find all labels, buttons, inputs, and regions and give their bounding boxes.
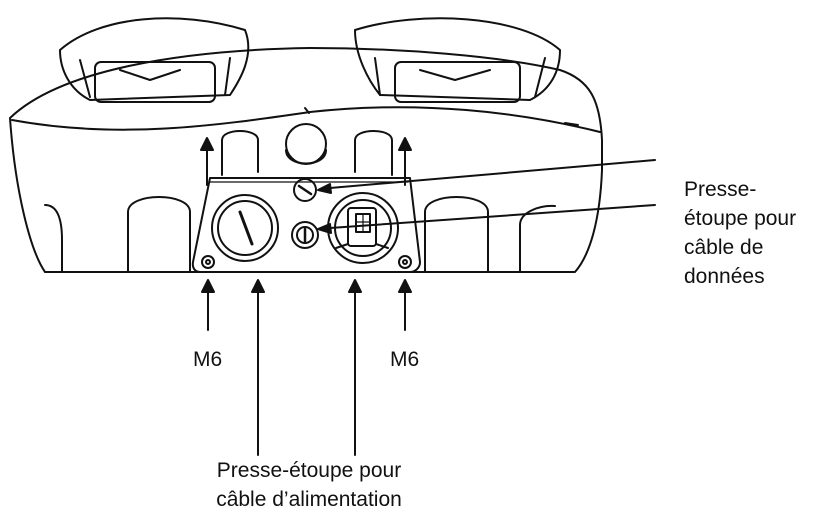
data-gland-label-line-1: Presse- [684, 178, 757, 201]
housing-shoulder-line [11, 106, 601, 133]
leader-data-gland [317, 204, 656, 234]
power-cable-gland [211, 194, 279, 262]
power-gland-label-line-1: Presse-étoupe pour [216, 459, 402, 482]
power-gland-label-line-2: câble d’alimentation [216, 488, 402, 511]
vent-slot-upper-right [354, 130, 393, 176]
m6-screw-left [201, 255, 215, 269]
top-round-cap [285, 123, 327, 165]
data-gland-top-plug [293, 178, 317, 202]
vent-slot-edge-left [44, 204, 63, 273]
vent-slot-upper-left [221, 130, 259, 176]
vent-slot-lower-2 [424, 196, 489, 273]
data-cable-gland [291, 221, 319, 249]
leader-data-gland-top [317, 159, 656, 194]
top-mark [304, 107, 310, 114]
left-cable-holder [59, 17, 250, 103]
data-cable-gland-label: Presse- étoupe pour câble de données [684, 175, 837, 291]
arrow-upper-left [200, 137, 214, 186]
front-panel-plate [191, 177, 421, 273]
housing-outline [9, 47, 603, 273]
arrow-m6-left [201, 279, 215, 331]
arrow-socket [348, 279, 362, 456]
m6-right-label: M6 [390, 348, 420, 371]
right-cable-holder [354, 17, 561, 103]
right-edge-mark [564, 122, 579, 126]
data-gland-label-line-3: câble de [684, 236, 764, 259]
power-cable-gland-label: Presse-étoupe pour câble d’alimentation [183, 456, 435, 514]
arrow-power-gland [251, 279, 265, 456]
m6-left-label: M6 [193, 348, 223, 371]
vent-slot-lower-1 [127, 196, 191, 273]
m6-screw-right [398, 255, 412, 269]
arrow-upper-right [398, 137, 412, 186]
data-gland-label-line-4: données [684, 265, 765, 288]
vent-slot-edge-right [519, 204, 556, 273]
arrow-m6-right [398, 279, 412, 331]
data-gland-label-line-2: étoupe pour [684, 207, 797, 230]
